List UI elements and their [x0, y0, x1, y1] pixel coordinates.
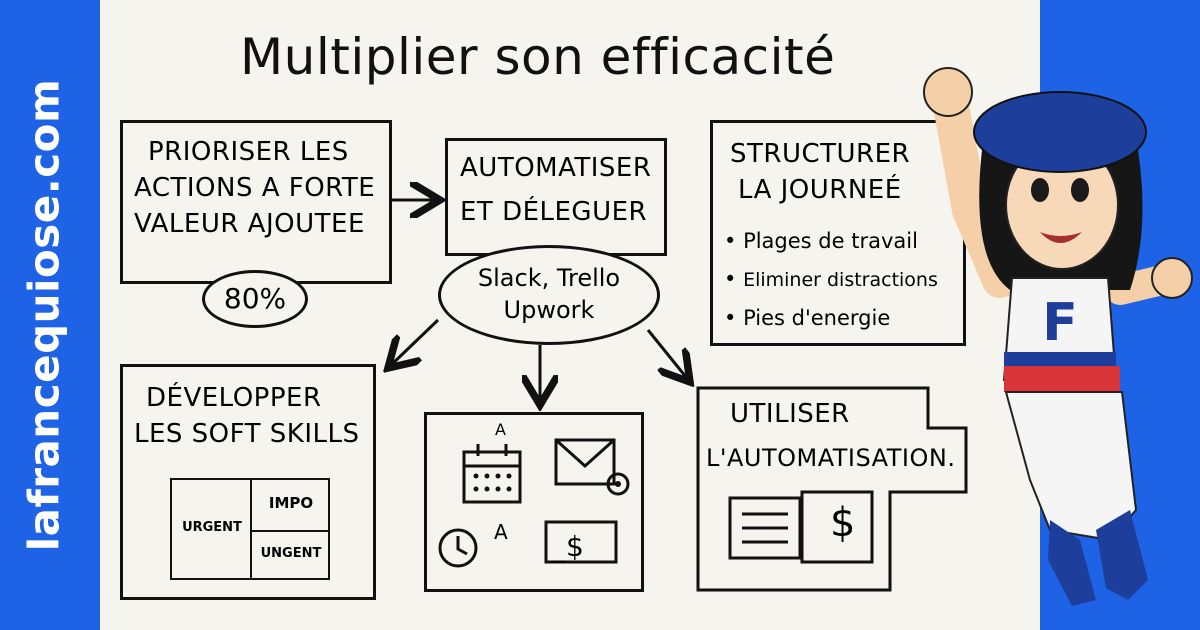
soft-skills-box — [120, 364, 376, 600]
clock-icon — [438, 528, 478, 568]
automation-box — [696, 386, 968, 592]
automate-line-1: AUTOMATISER — [460, 153, 652, 183]
clock-label: A — [494, 520, 508, 544]
left-brand-band — [0, 0, 100, 630]
soft-skills-line-2: LES SOFT SKILLS — [134, 419, 360, 449]
mascot-beret — [973, 91, 1147, 173]
mascot-boot — [1048, 520, 1096, 606]
automate-line-2: ET DÉLEGUER — [460, 197, 648, 227]
envelope-icon — [554, 438, 616, 486]
arrow-to-automation — [646, 329, 690, 382]
arrow-to-soft-skills — [388, 318, 440, 368]
receipt-icon — [800, 490, 874, 564]
soft-skills-line-1: DÉVELOPPER — [146, 383, 322, 413]
structure-line-2: LA JOURNEÉ — [738, 175, 902, 205]
structure-line-1: STRUCTURER — [730, 139, 911, 169]
priority-matrix: URGENT IMPO UNGENT — [170, 478, 330, 580]
percentage-oval — [202, 270, 308, 328]
automation-text: UTILISER L'AUTOMATISATION. — [706, 396, 976, 476]
structure-bullet: • Pies d'energie — [724, 306, 891, 330]
structure-bullet: • Plages de travail — [724, 229, 918, 253]
structure-bullet: • Eliminer distractions — [724, 267, 938, 291]
percentage-value: 80% — [223, 282, 287, 315]
tools-oval-text: Slack, Trello Upwork — [438, 262, 660, 326]
structure-bullet-text: Pies d'energie — [743, 306, 891, 330]
matrix-bottom-right-label: UNGENT — [260, 546, 322, 561]
gear-icon — [606, 472, 630, 496]
tool-icons — [438, 438, 630, 568]
mascot-legs — [1004, 391, 1138, 542]
automation-money: $ — [830, 500, 856, 546]
structure-bullets: • Plages de travail • Eliminer distracti… — [724, 222, 964, 337]
tools-line-1: Slack, Trello — [477, 264, 621, 292]
automation-line-2: L'AUTOMATISATION. — [706, 444, 956, 472]
mascot-fist-icon — [923, 67, 973, 117]
mascot-belt-blue — [1004, 352, 1116, 366]
tools-oval — [438, 245, 660, 345]
matrix-top-right-label: IMPO — [268, 494, 314, 512]
mascot-fist-icon — [1151, 257, 1193, 299]
soft-skills-text: DÉVELOPPER LES SOFT SKILLS — [134, 380, 374, 452]
matrix-left-label: URGENT — [182, 520, 242, 535]
tools-line-2: Upwork — [503, 296, 595, 324]
automate-box — [445, 138, 667, 256]
money-icon — [544, 520, 618, 564]
calendar-label: A — [495, 420, 506, 439]
structure-bullet-text: Plages de travail — [743, 229, 918, 253]
calendar-icon — [462, 444, 522, 504]
mascot-illustration: F — [923, 67, 1193, 606]
automation-line-1: UTILISER — [730, 399, 850, 429]
money-label: _$ — [552, 530, 584, 563]
structure-bullet-text: Eliminer distractions — [743, 269, 938, 291]
structure-box — [710, 120, 966, 346]
document-icon — [728, 496, 802, 560]
prioritize-line-2: ACTIONS A FORTE — [134, 173, 376, 203]
prioritize-line-3: VALEUR AJOUTEE — [134, 209, 365, 239]
mascot-shirt-letter: F — [1042, 293, 1078, 353]
mascot-belt-red — [1004, 366, 1120, 392]
prioritize-box — [120, 120, 392, 284]
structure-title: STRUCTURER LA JOURNEÉ — [730, 136, 960, 208]
mascot-boot — [1096, 510, 1148, 600]
prioritize-line-1: PRIORISER LES — [148, 137, 349, 167]
prioritize-text: PRIORISER LES ACTIONS A FORTE VALEUR AJO… — [134, 134, 384, 242]
automate-text: AUTOMATISER ET DÉLEGUER — [460, 150, 660, 230]
diagram-title: Multiplier son efficacité — [240, 28, 836, 86]
